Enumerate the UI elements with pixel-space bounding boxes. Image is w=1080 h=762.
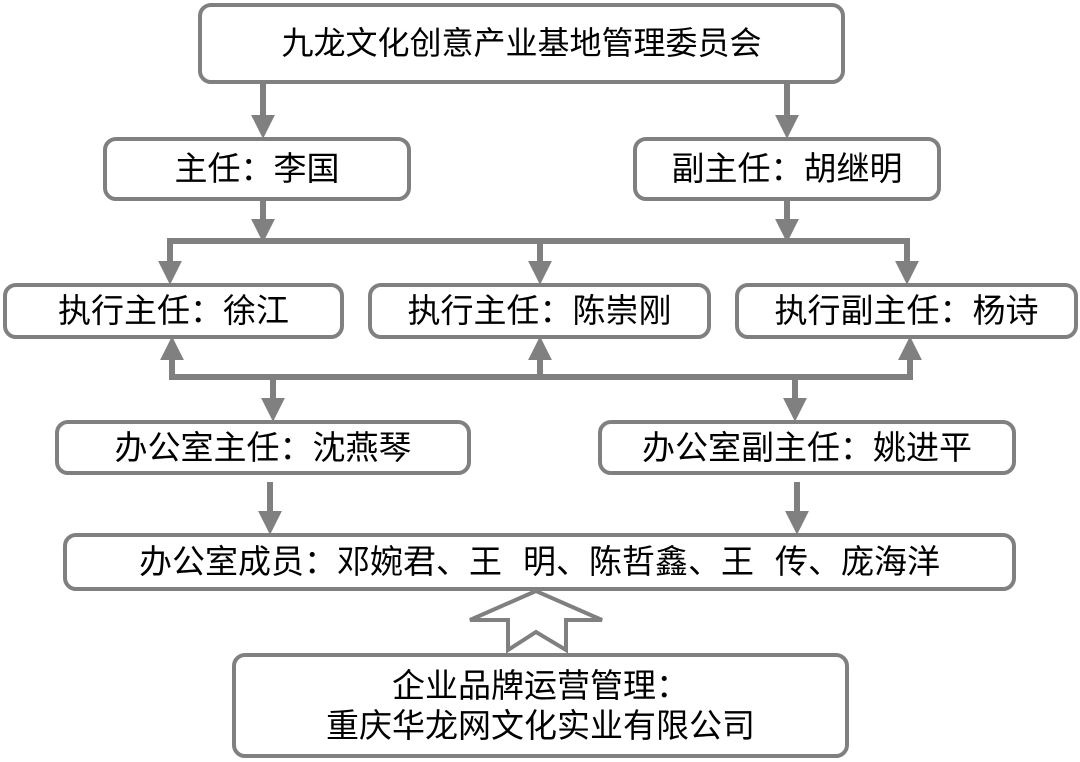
office-deputy-director-label: 办公室副主任：姚进平 <box>642 427 972 467</box>
director-box: 主任：李国 <box>103 137 411 201</box>
exec-deputy-director-box: 执行副主任：杨诗 <box>735 283 1078 339</box>
committee-label: 九龙文化创意产业基地管理委员会 <box>281 24 762 63</box>
office-director-box: 办公室主任：沈燕琴 <box>55 420 471 475</box>
brand-management-title: 企业品牌运营管理： <box>392 665 689 705</box>
brand-management-box: 企业品牌运营管理： 重庆华龙网文化实业有限公司 <box>232 653 849 758</box>
exec-director-1-box: 执行主任：徐江 <box>3 283 344 339</box>
exec-director-2-box: 执行主任：陈崇刚 <box>368 283 711 339</box>
exec-deputy-director-label: 执行副主任：杨诗 <box>774 291 1039 331</box>
exec-director-2-label: 执行主任：陈崇刚 <box>407 291 672 331</box>
office-deputy-director-box: 办公室副主任：姚进平 <box>598 420 1016 475</box>
hollow-up-arrow-icon <box>469 588 603 654</box>
brand-management-company: 重庆华龙网文化实业有限公司 <box>326 705 755 745</box>
office-members-label: 办公室成员：邓婉君、王 明、陈哲鑫、王 传、庞海洋 <box>139 542 940 582</box>
committee-box: 九龙文化创意产业基地管理委员会 <box>198 3 845 84</box>
deputy-director-label: 副主任：胡继明 <box>671 149 903 189</box>
office-director-label: 办公室主任：沈燕琴 <box>114 427 412 467</box>
director-label: 主任：李国 <box>174 149 340 189</box>
deputy-director-box: 副主任：胡继明 <box>633 137 941 201</box>
office-members-box: 办公室成员：邓婉君、王 明、陈哲鑫、王 传、庞海洋 <box>63 533 1016 591</box>
exec-director-1-label: 执行主任：徐江 <box>58 291 289 331</box>
